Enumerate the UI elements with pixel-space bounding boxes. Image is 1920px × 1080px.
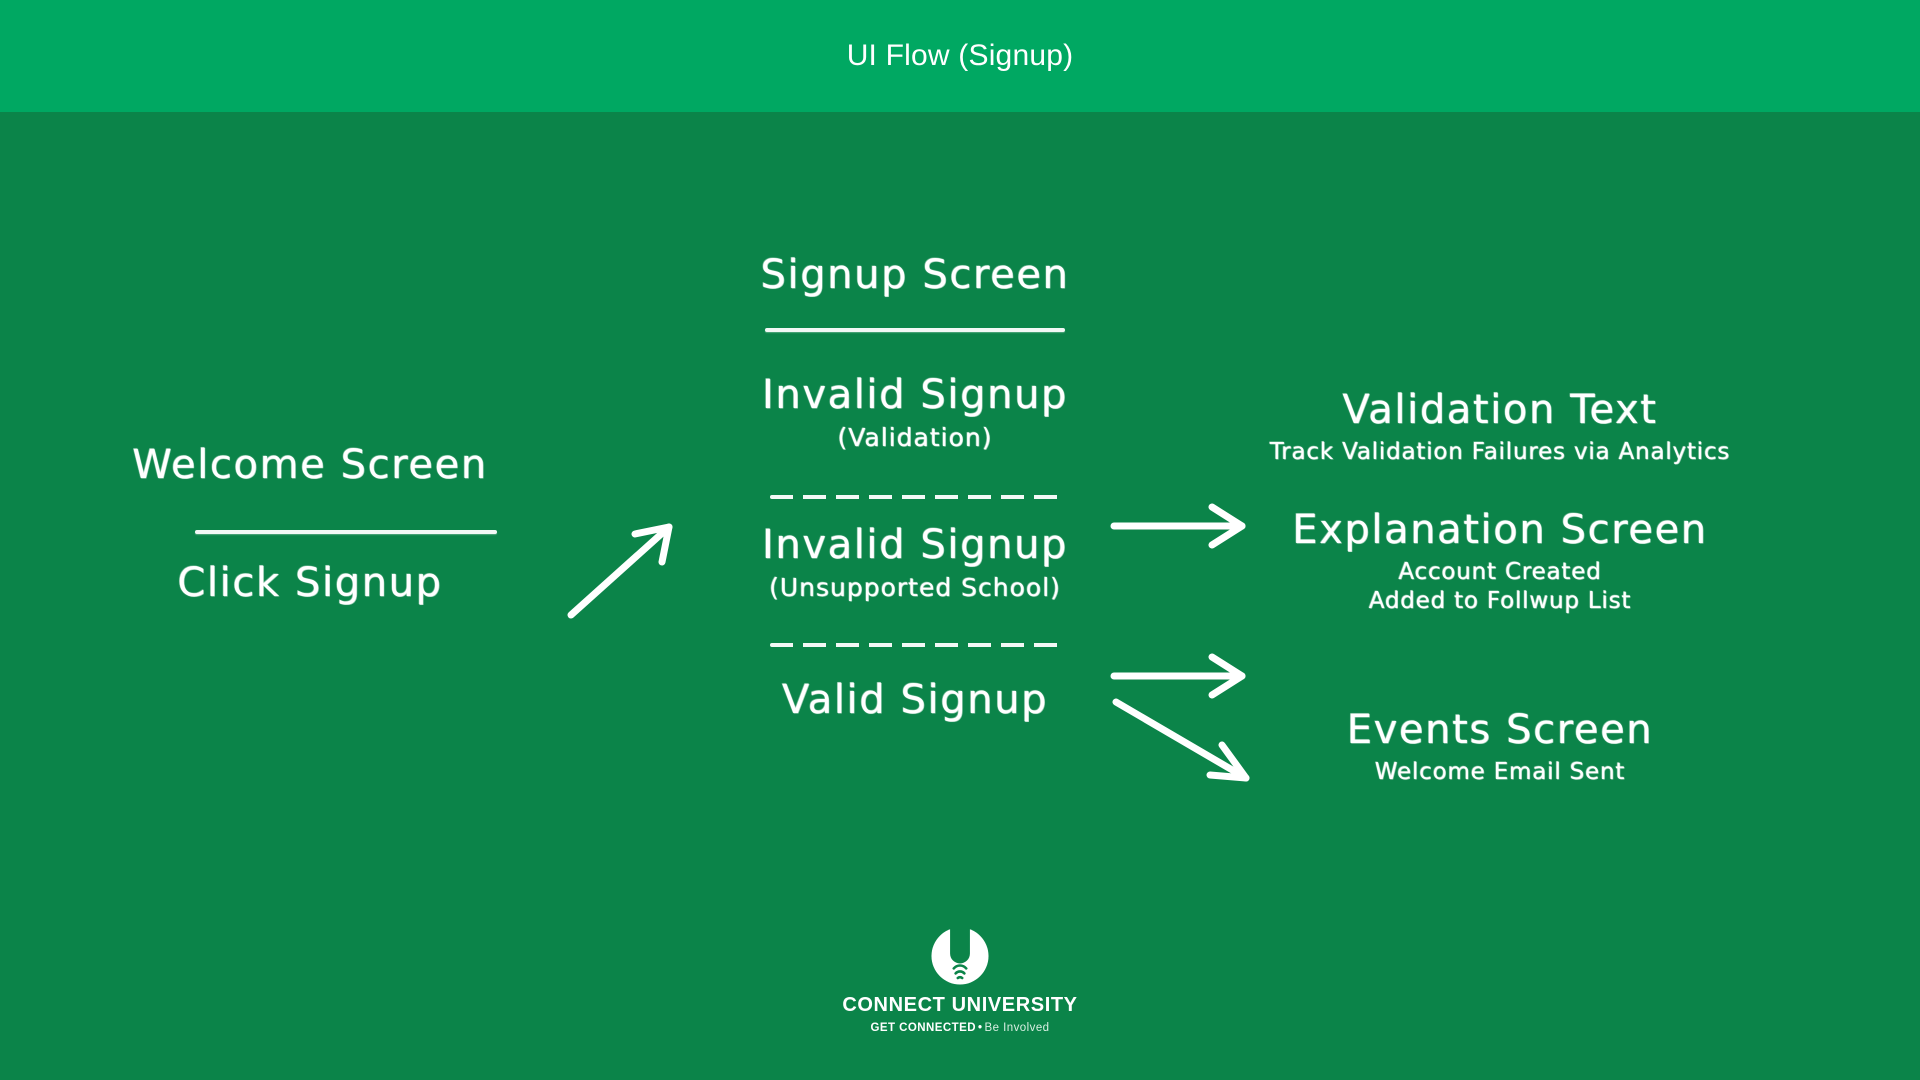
node-explanation-screen[interactable]: Explanation Screen Account Created Added… — [1215, 507, 1785, 614]
signup-screen-title: Signup Screen — [760, 252, 1070, 298]
valid-signup-title: Valid Signup — [781, 677, 1049, 723]
invalid-signup-validation-title: Invalid Signup — [761, 372, 1069, 418]
node-welcome-screen[interactable]: Welcome Screen — [120, 442, 500, 488]
signup-screen-underline — [765, 328, 1065, 332]
click-signup-label: Click Signup — [177, 560, 443, 606]
connect-university-logo-icon — [931, 927, 989, 985]
footer-branding: CONNECT UNIVERSITY GET CONNECTED•Be Invo… — [0, 925, 1920, 1034]
page-title: UI Flow (Signup) — [846, 39, 1074, 72]
validation-text-line-1: Track Validation Failures via Analytics — [1269, 439, 1731, 465]
arrow-validation-to-validation-text — [1110, 503, 1246, 549]
tagline-light: Be Involved — [984, 1022, 1050, 1034]
welcome-screen-underline — [195, 530, 497, 534]
explanation-screen-line-2: Added to Follwup List — [1368, 588, 1632, 614]
node-invalid-signup-unsupported-school[interactable]: Invalid Signup (Unsupported School) — [690, 522, 1140, 602]
logo-tagline: GET CONNECTED•Be Involved — [870, 1022, 1049, 1034]
explanation-screen-line-1: Account Created — [1398, 559, 1602, 585]
events-screen-line-1: Welcome Email Sent — [1374, 759, 1626, 785]
explanation-screen-title: Explanation Screen — [1292, 507, 1708, 553]
invalid-signup-unsupported-title: Invalid Signup — [761, 522, 1069, 568]
arrow-unsupported-to-explanation — [1110, 653, 1246, 699]
branch-divider-2 — [770, 643, 1062, 647]
arrow-welcome-to-signup — [567, 523, 673, 619]
node-click-signup[interactable]: Click Signup — [120, 560, 500, 606]
welcome-screen-title: Welcome Screen — [132, 442, 488, 488]
events-screen-title: Events Screen — [1346, 707, 1654, 753]
tagline-strong: GET CONNECTED — [870, 1022, 976, 1034]
invalid-signup-unsupported-subtitle: (Unsupported School) — [769, 573, 1061, 602]
header-bar: UI Flow (Signup) — [0, 0, 1920, 112]
node-invalid-signup-validation[interactable]: Invalid Signup (Validation) — [690, 372, 1140, 452]
arrow-valid-to-events — [1112, 698, 1250, 782]
validation-text-title: Validation Text — [1342, 387, 1658, 433]
node-signup-screen[interactable]: Signup Screen — [690, 252, 1140, 298]
flow-diagram-canvas: Welcome Screen Click Signup Signup Scree… — [0, 112, 1920, 1080]
invalid-signup-validation-subtitle: (Validation) — [837, 423, 993, 452]
branch-divider-1 — [770, 495, 1062, 499]
tagline-separator: • — [978, 1022, 983, 1034]
node-validation-text[interactable]: Validation Text Track Validation Failure… — [1215, 387, 1785, 465]
node-events-screen[interactable]: Events Screen Welcome Email Sent — [1215, 707, 1785, 785]
node-valid-signup[interactable]: Valid Signup — [690, 677, 1140, 723]
logo-wordmark: CONNECT UNIVERSITY — [842, 994, 1078, 1016]
